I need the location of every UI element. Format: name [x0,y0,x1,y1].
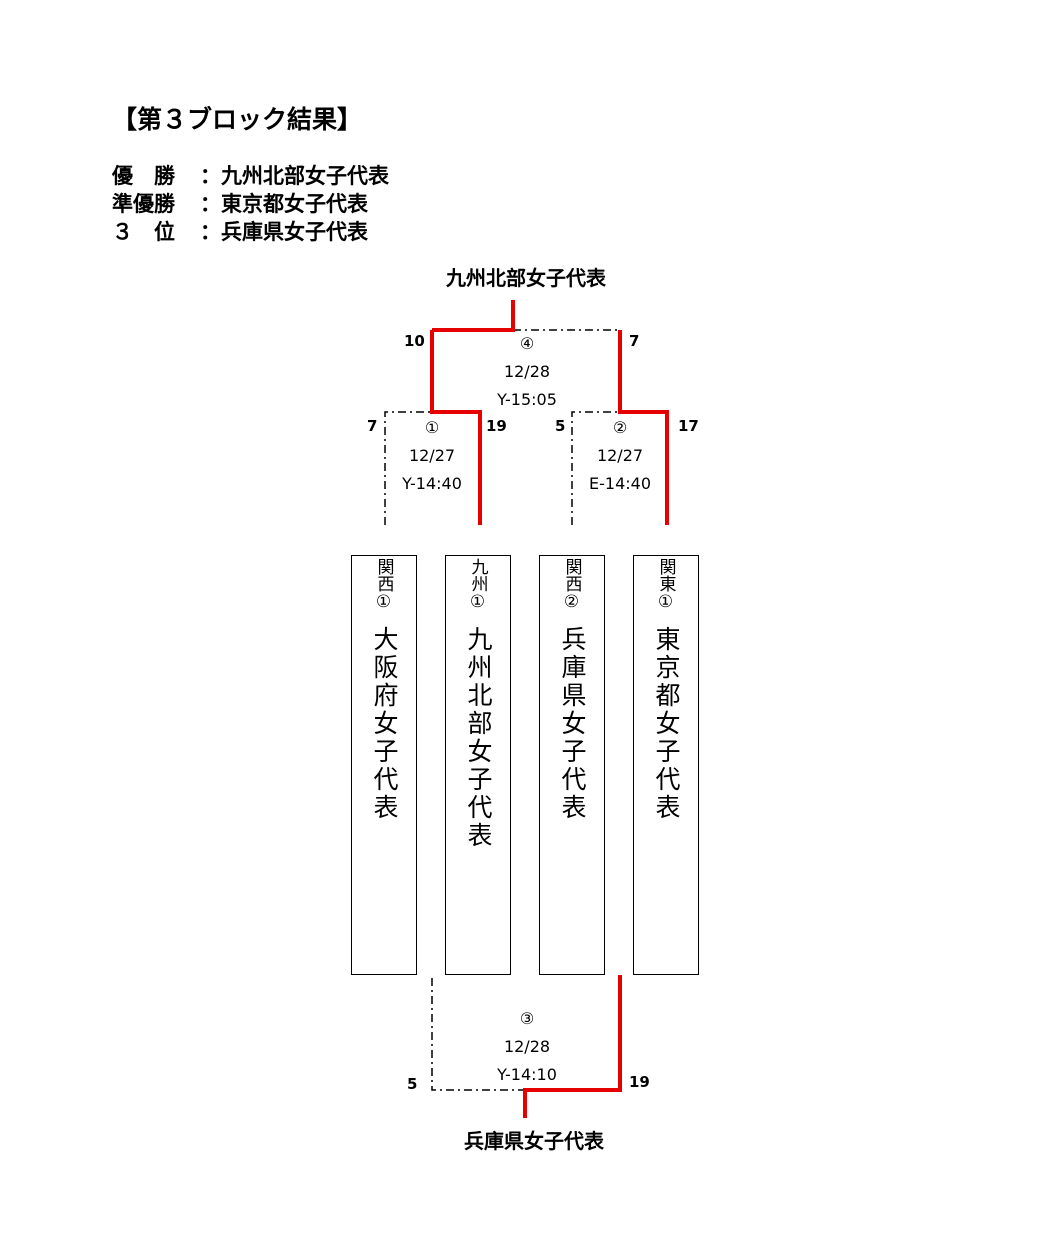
m4-winner-line [432,300,515,332]
match-number: ③ [519,1009,535,1028]
match-time: Y-15:05 [497,390,557,409]
team-name: 九州北部女子代表 [464,626,493,850]
result-winner: 優 勝 ：九州北部女子代表 [112,160,389,190]
team-region: 九州① [467,558,488,612]
result-value: ：九州北部女子代表 [200,164,389,188]
m2-score-right: 17 [678,417,699,435]
result-third: ３ 位 ：兵庫県女子代表 [112,216,368,246]
m3-score-right: 19 [629,1073,650,1091]
team-box-hyogo: 関西② 兵庫県女子代表 [539,555,605,975]
m2-winner-line [618,330,669,525]
page-title: 【第３ブロック結果】 [112,105,363,134]
team-box-kyushu: 九州① 九州北部女子代表 [445,555,511,975]
match-number: ① [424,418,440,437]
m4-info: ④ 12/28 Y-15:05 [472,330,582,414]
match-date: 12/28 [503,362,551,381]
m3-winner-line [523,975,622,1118]
team-region: 関西① [373,558,394,612]
team-region: 関西② [561,558,582,612]
result-label: 優 勝 [112,164,175,188]
team-name: 大阪府女子代表 [370,626,399,822]
team-box-tokyo: 関東① 東京都女子代表 [633,555,699,975]
m4-score-left: 10 [404,332,425,350]
m1-info: ① 12/27 Y-14:40 [377,414,487,498]
m4-score-right: 7 [629,332,640,350]
m1-score-left: 7 [367,417,378,435]
m1-loser-line [384,411,432,525]
match-time: Y-14:10 [497,1065,557,1084]
m2-info: ② 12/27 E-14:40 [565,414,675,498]
match-time: E-14:40 [589,474,651,493]
match-date: 12/27 [596,446,644,465]
m1-winner-line [430,330,482,525]
m2-score-left: 5 [555,417,566,435]
m1-score-right: 19 [486,417,507,435]
champion-label: 九州北部女子代表 [446,266,606,290]
match-number: ② [612,418,628,437]
third-place-winner-label: 兵庫県女子代表 [464,1129,604,1153]
team-name: 東京都女子代表 [652,626,681,822]
result-value: ：兵庫県女子代表 [200,220,368,244]
result-runner-up: 準優勝 ：東京都女子代表 [112,188,368,218]
m3-info: ③ 12/28 Y-14:10 [472,1005,582,1089]
match-time: Y-14:40 [402,474,462,493]
m3-score-left: 5 [407,1075,418,1093]
result-label: 準優勝 [112,192,175,216]
team-box-osaka: 関西① 大阪府女子代表 [351,555,417,975]
team-name: 兵庫県女子代表 [558,626,587,822]
result-label: ３ 位 [112,220,175,244]
m3-loser-line [431,978,525,1091]
result-value: ：東京都女子代表 [200,192,368,216]
match-date: 12/28 [503,1037,551,1056]
team-region: 関東① [655,558,676,612]
m2-loser-line [571,411,620,525]
match-date: 12/27 [408,446,456,465]
match-number: ④ [519,334,535,353]
